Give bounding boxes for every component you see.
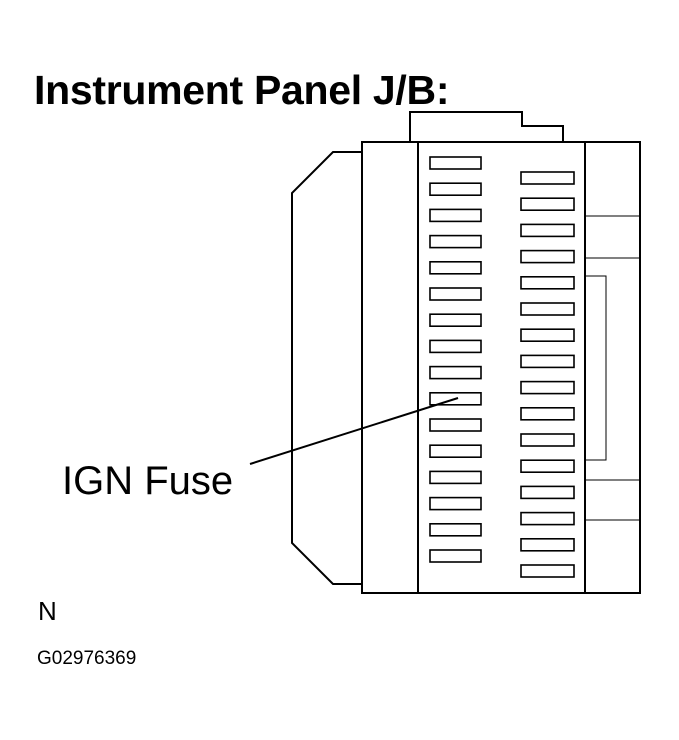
left-fuse-slot-8 [429, 339, 482, 354]
left-fuse-slot-6 [429, 287, 482, 301]
left-fuse-slot-3 [429, 208, 482, 223]
right-fuse-slot-6 [520, 302, 575, 316]
left-fuse-slot-13 [429, 470, 482, 485]
right-fuse-slot-7 [520, 328, 575, 343]
right-fuse-slot-5 [520, 275, 575, 290]
latch-bracket [584, 258, 607, 480]
side-housing [291, 151, 362, 585]
left-fuse-slot-5 [429, 260, 482, 275]
orientation-marker: N [38, 596, 57, 626]
right-fuse-slot-1 [520, 171, 575, 185]
left-fuse-slot-9 [429, 365, 482, 380]
left-fuse-column [429, 156, 482, 563]
right-fuse-slot-13 [520, 485, 575, 500]
right-fuse-slot-9 [520, 380, 575, 395]
ign-fuse-label: IGN Fuse [62, 459, 234, 503]
left-fuse-slot-11 [429, 418, 482, 432]
callout-leader-line [249, 397, 459, 465]
main-housing [361, 141, 641, 594]
left-fuse-slot-16 [429, 549, 482, 563]
right-fuse-slot-3 [520, 223, 575, 238]
left-fuse-slot-7 [429, 313, 482, 328]
right-fuse-slot-4 [520, 249, 575, 264]
diagram-title: Instrument Panel J/B: [34, 67, 450, 113]
right-fuse-slot-16 [520, 564, 575, 578]
left-fuse-slot-1 [429, 156, 482, 170]
figure-id: G02976369 [37, 648, 137, 669]
right-fuse-column [520, 171, 575, 578]
right-fuse-slot-8 [520, 354, 575, 369]
left-fuse-slot-14 [429, 496, 482, 511]
right-fuse-slot-15 [520, 537, 575, 552]
right-fuse-slot-12 [520, 459, 575, 474]
top-tab [409, 111, 564, 142]
right-fuse-slot-14 [520, 511, 575, 526]
right-fuse-slot-2 [520, 197, 575, 211]
left-fuse-slot-12 [429, 444, 482, 459]
right-fuse-slot-10 [520, 406, 575, 421]
right-fuse-slot-11 [520, 433, 575, 447]
left-fuse-slot-2 [429, 182, 482, 196]
left-fuse-slot-4 [429, 234, 482, 249]
left-fuse-slot-15 [429, 522, 482, 537]
